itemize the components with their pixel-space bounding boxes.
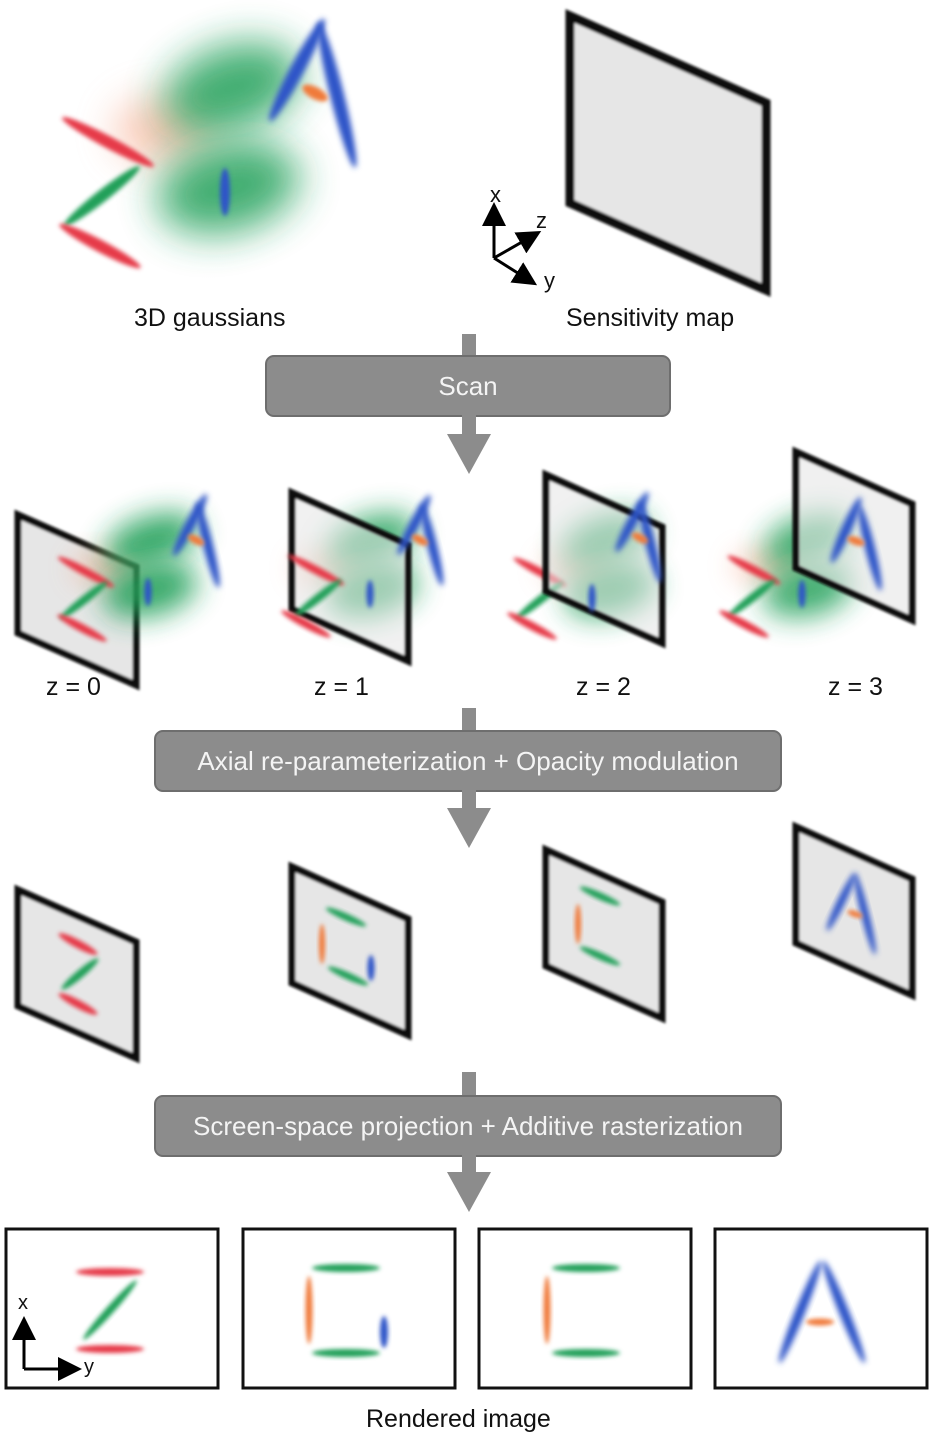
- slice-z2-label: z = 2: [576, 673, 631, 701]
- rendered-image-label: Rendered image: [366, 1405, 551, 1433]
- slice-z3-label: z = 3: [828, 673, 883, 701]
- gaussians-label: 3D gaussians: [134, 304, 286, 332]
- scan-arrow-head: [447, 434, 491, 474]
- reparam-slice-3: [792, 821, 916, 1001]
- slice-z0: [14, 494, 220, 691]
- projection-arrow-head: [447, 1172, 491, 1212]
- reparam-slice-2: [542, 844, 666, 1024]
- axis-3d-y-label: y: [544, 268, 555, 293]
- projection-step-label: Screen-space projection + Additive raste…: [193, 1110, 743, 1141]
- rendered-image-1: [241, 1227, 457, 1390]
- scan-step: Scan: [265, 355, 671, 417]
- reparam-step-label: Axial re-parameterization + Opacity modu…: [197, 745, 739, 776]
- slice-z2: [507, 469, 666, 649]
- slice-z1: [281, 487, 444, 667]
- sensitivity-map-label: Sensitivity map: [566, 304, 735, 332]
- rendered-image-3: [713, 1227, 929, 1390]
- axes-2d: [11, 1316, 82, 1381]
- reparam-arrow-stem: [462, 790, 476, 812]
- slice-z0-label: z = 0: [46, 673, 101, 701]
- projection-arrow-stem-top: [462, 1072, 476, 1096]
- reparam-arrow-stem-top: [462, 708, 476, 732]
- axis-3d-x-label: x: [490, 182, 501, 207]
- slice-z1-label: z = 1: [314, 673, 369, 701]
- rendered-image-2: [477, 1227, 693, 1390]
- axis-2d-y-label: y: [84, 1356, 94, 1378]
- gaussians-cloud: [59, 18, 357, 269]
- axes-3d: [482, 202, 542, 286]
- scan-arrow-stem: [462, 415, 476, 437]
- axis-3d-z-label: z: [536, 208, 547, 233]
- scan-step-label: Scan: [438, 370, 498, 401]
- rendered-image-0: [4, 1227, 220, 1390]
- reparam-arrow-head: [447, 808, 491, 848]
- projection-arrow-stem: [462, 1155, 476, 1177]
- projection-step: Screen-space projection + Additive raste…: [154, 1095, 782, 1157]
- reparam-step: Axial re-parameterization + Opacity modu…: [154, 730, 782, 792]
- reparam-slice-0: [14, 884, 140, 1064]
- slice-z3: [719, 446, 916, 638]
- sensitivity-map-plane: [565, 9, 771, 297]
- axis-2d-x-label: x: [18, 1292, 28, 1314]
- scan-arrow-stem-top: [462, 334, 476, 358]
- reparam-slice-1: [288, 861, 412, 1041]
